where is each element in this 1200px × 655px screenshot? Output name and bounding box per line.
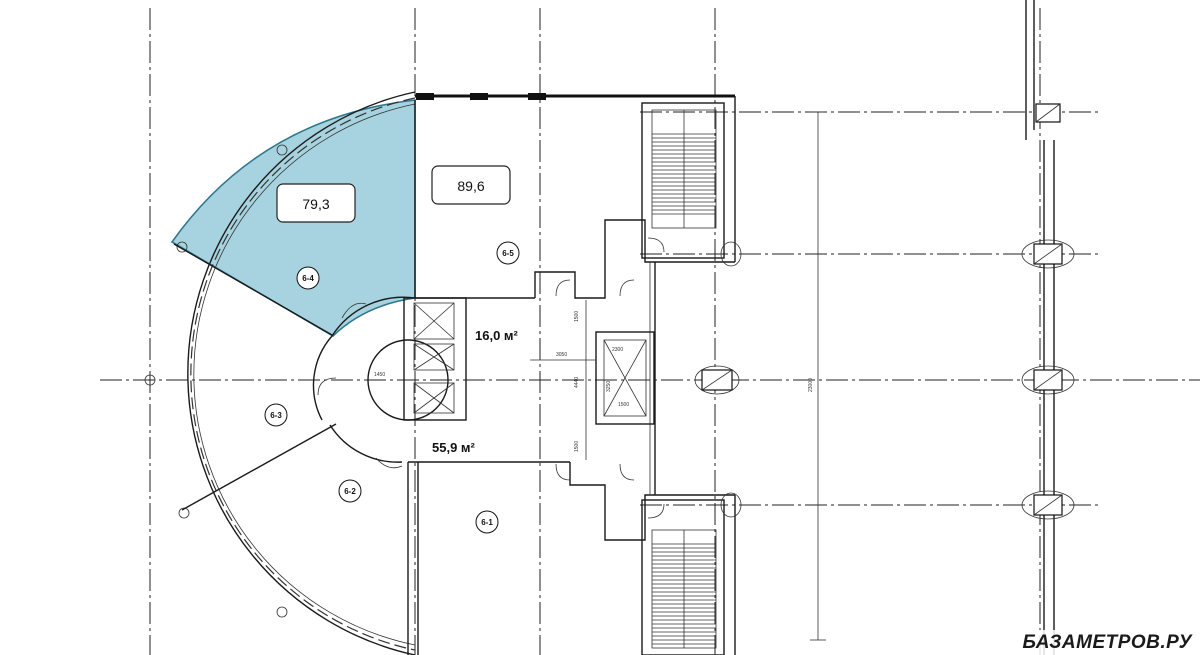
- dimension-label: 1500: [574, 441, 580, 452]
- dimension-label: 2300: [612, 347, 623, 353]
- area-tag-79-3[interactable]: 79,3: [276, 183, 356, 223]
- unit-label-6-3-text: 6-3: [270, 411, 282, 420]
- curved-facade: [144, 91, 416, 655]
- dimension-label: 1450: [374, 372, 385, 378]
- elevator-shafts: [403, 297, 467, 421]
- area-tag-79-3-text: 79,3: [302, 196, 329, 212]
- unit-label-6-4-text: 6-4: [302, 274, 314, 283]
- area-tag-89-6-text: 89,6: [457, 178, 484, 194]
- dimension-label: 23000: [808, 378, 814, 392]
- area-tag-89-6[interactable]: 89,6: [431, 165, 511, 205]
- unit-label-6-3: 6-3: [264, 403, 288, 427]
- watermark-logo: БАЗАМЕТРОВ.РУ: [1014, 630, 1200, 655]
- area-label-55-9: 55,9 м²: [432, 440, 476, 455]
- dimension-lines: [810, 111, 826, 641]
- area-label-16-0: 16,0 м²: [475, 328, 519, 343]
- corridor-block: [530, 219, 735, 541]
- building-outline: [408, 93, 736, 655]
- dimension-label: 1500: [618, 402, 629, 408]
- stair-core-top: [641, 102, 725, 259]
- dimension-label: 3250: [606, 381, 612, 392]
- dimension-label: 3050: [556, 352, 567, 358]
- stair-core-bottom: [641, 499, 725, 655]
- unit-label-6-4: 6-4: [296, 266, 320, 290]
- unit-label-6-5: 6-5: [496, 241, 520, 265]
- right-columns: [694, 0, 1075, 655]
- unit-label-6-1: 6-1: [475, 510, 499, 534]
- dimension-label: 4440: [574, 377, 580, 388]
- unit-label-6-5-text: 6-5: [502, 249, 514, 258]
- unit-label-6-2: 6-2: [338, 479, 362, 503]
- unit-label-6-2-text: 6-2: [344, 487, 356, 496]
- radial-partitions: [173, 100, 419, 655]
- dimension-label: 1500: [574, 311, 580, 322]
- unit-label-6-1-text: 6-1: [481, 518, 493, 527]
